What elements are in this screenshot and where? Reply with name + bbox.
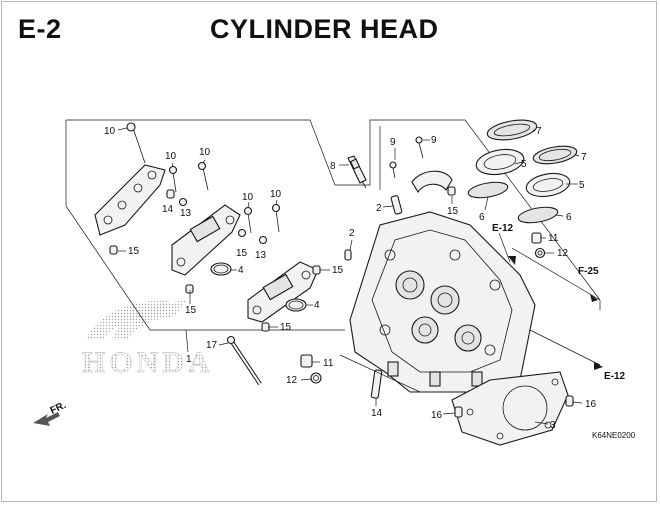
- callout-5: 5: [521, 159, 527, 170]
- callout-13: 13: [180, 208, 192, 219]
- camshaft-holder-lower: [247, 261, 319, 323]
- section-code: E-2: [18, 14, 62, 44]
- honda-watermark: HONDA: [82, 300, 214, 379]
- insulator-assembly: [467, 119, 578, 224]
- callout-1: 1: [186, 354, 192, 365]
- callout-2: 2: [349, 228, 355, 239]
- callout-12: 12: [557, 248, 569, 259]
- front-label: FR.: [49, 400, 68, 417]
- callout-13: 13: [255, 250, 267, 261]
- gasket-dowels: [454, 395, 574, 418]
- callout-5: 5: [579, 180, 585, 191]
- callout-7: 6: [479, 212, 485, 223]
- callout-10: 10: [165, 151, 177, 162]
- leader-lines: [117, 127, 601, 425]
- ref-e-12-upper: E-12: [492, 223, 514, 234]
- reference-arrows: [508, 256, 603, 370]
- small-parts-left: [300, 354, 322, 384]
- camshaft-holder-upper: [94, 164, 166, 236]
- o-rings: [210, 262, 307, 312]
- callout-6: 7: [581, 152, 587, 163]
- small-parts-right: [531, 232, 546, 259]
- callout-15: 15: [447, 206, 459, 217]
- stud: [370, 369, 383, 399]
- ref-e-12-lower: E-12: [604, 371, 626, 382]
- callout-15: 15: [128, 246, 140, 257]
- bracket: [389, 136, 453, 194]
- callout-17: 17: [206, 340, 218, 351]
- callout-14: 14: [371, 408, 383, 419]
- callout-10: 10: [104, 126, 116, 137]
- callout-15: 15: [185, 305, 197, 316]
- ref-f-25: F-25: [578, 266, 599, 277]
- cylinder-head: [349, 211, 536, 393]
- callout-3: 3: [550, 420, 556, 431]
- callout-10: 10: [199, 147, 211, 158]
- callout-9: 9: [390, 137, 396, 148]
- callout-16: 16: [585, 399, 597, 410]
- callout-11: 11: [548, 233, 559, 244]
- dowel-pins: [109, 186, 456, 332]
- callout-7: 6: [566, 212, 572, 223]
- callout-10: 10: [242, 192, 254, 203]
- callout-4: 4: [238, 265, 244, 276]
- callout-2: 2: [376, 203, 382, 214]
- callout-16: 16: [431, 410, 443, 421]
- callout-11: 11: [323, 358, 334, 369]
- callout-10: 10: [270, 189, 282, 200]
- assembly-outlines: [65, 119, 601, 331]
- camshaft-holder-middle: [171, 204, 241, 276]
- callout-6: 7: [536, 126, 542, 137]
- callout-12: 12: [286, 375, 298, 386]
- callout-15: 14: [162, 204, 174, 215]
- honda-logo-text: HONDA: [82, 346, 214, 379]
- page-title: CYLINDER HEAD: [210, 14, 439, 44]
- callout-8: 8: [330, 161, 336, 172]
- stud-bolt: [226, 335, 262, 386]
- callout-9: 9: [431, 135, 437, 146]
- hollow-pins: [344, 195, 403, 261]
- callout-15: 15: [332, 265, 344, 276]
- bolt-group: [126, 122, 281, 234]
- part-callouts: 10 10 10 10 10 14 13 15 15 13 4 15 15 4 …: [104, 126, 597, 431]
- callout-15: 15: [236, 248, 248, 259]
- drawing-code: K64NE0200: [592, 431, 636, 440]
- callout-15: 15: [280, 322, 292, 333]
- cylinder-head-gasket: [451, 371, 569, 446]
- callout-4: 4: [314, 300, 320, 311]
- reference-labels: E-12 E-12 F-25: [492, 223, 626, 382]
- front-indicator: FR.: [33, 400, 68, 426]
- spark-plug: [347, 155, 367, 189]
